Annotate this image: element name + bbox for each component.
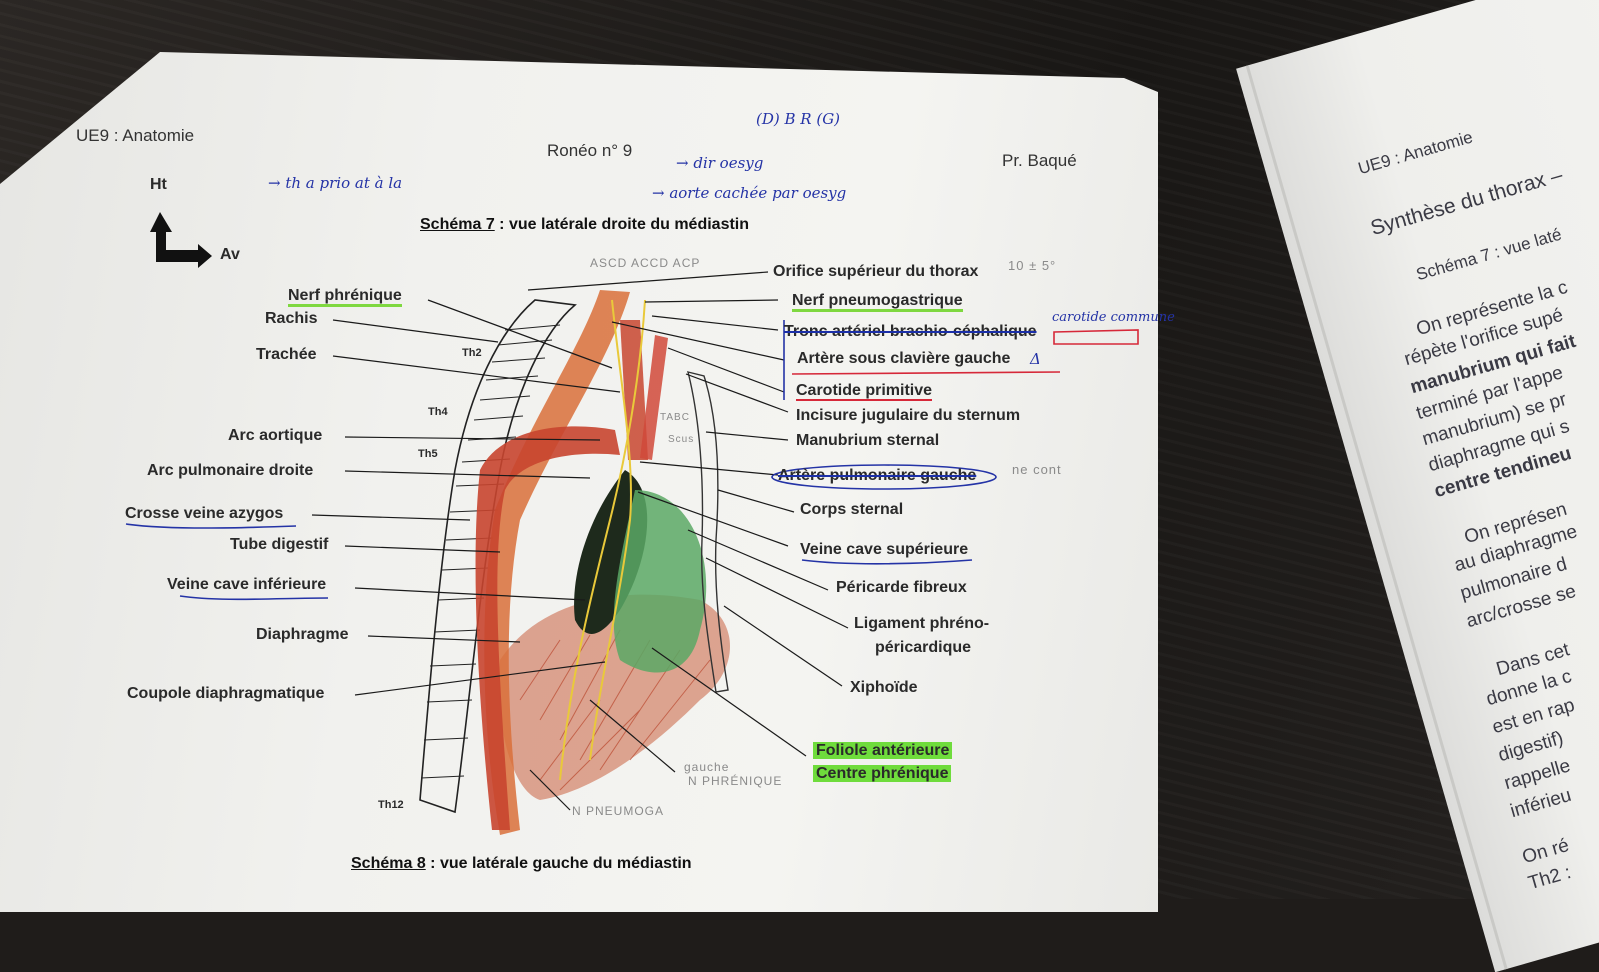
course-header: UE9 : Anatomie [76, 126, 195, 145]
schema8-title: Schéma 8 : vue latérale gauche du médias… [351, 855, 692, 873]
handwritten-orientation: (D) B R (G) [756, 110, 841, 128]
nerves [559, 299, 646, 781]
label-artere-sous-claviere: Artère sous clavière gauche [797, 350, 1011, 367]
orientation-up-label: Ht [150, 176, 167, 193]
label-carotide-primitive: Carotide primitive [796, 382, 933, 401]
orientation-forward-label: Av [220, 246, 240, 263]
label-ligament-phreno: Ligament phréno- [854, 615, 990, 632]
pencil-range-note: 10 ± 5° [1008, 258, 1057, 273]
label-veine-cave-superieure: Veine cave supérieure [800, 541, 969, 558]
label-foliole-anterieure: Foliole antérieure [813, 742, 953, 760]
label-tube-digestif: Tube digestif [230, 536, 329, 553]
label-xiphoide: Xiphoïde [850, 679, 918, 696]
warning-icon: Δ [1030, 350, 1041, 368]
label-coupole-diaphragmatique: Coupole diaphragmatique [127, 685, 325, 702]
pencil-apg-note: ne cont [1012, 462, 1062, 477]
orientation-arrow-icon [150, 212, 212, 268]
subclavian-artery [640, 335, 668, 460]
pencil-note: N PHRÉNIQUE [688, 774, 783, 788]
roneo-number: Ronéo n° 9 [547, 141, 633, 160]
handwritten-note: → aorte cachée par oesyg [652, 184, 847, 202]
aorta [475, 426, 620, 830]
schema8-desc: : vue latérale gauche du médiastin [425, 855, 692, 872]
label-artere-pulmonaire-gauche: Artère pulmonaire gauche [778, 467, 977, 484]
label-incisure-jugulaire: Incisure jugulaire du sternum [796, 407, 1021, 424]
pencil-note: N PNEUMOGA [572, 804, 665, 818]
vertebra-label: Th5 [418, 448, 438, 460]
label-nerf-pneumogastrique: Nerf pneumogastrique [792, 292, 963, 312]
label-veine-cave-inferieure: Veine cave inférieure [167, 576, 327, 593]
pencil-note: Scus [668, 434, 695, 445]
sternum [687, 371, 729, 693]
pericardium [613, 490, 707, 673]
schema7-title: Schéma 7 : vue latérale droite du médias… [420, 216, 749, 234]
vertebra-label: Th4 [428, 406, 448, 418]
label-manubrium-sternal: Manubrium sternal [796, 432, 940, 449]
label-orifice-superieur: Orifice supérieur du thorax [773, 263, 979, 280]
vertebra-label: Th2 [462, 347, 482, 359]
professor-name: Pr. Baqué [1002, 151, 1077, 170]
label-tronc-arteriel: Tronc artériel brachio-céphalique [784, 323, 1037, 340]
schema7-number: Schéma 7 [420, 216, 495, 233]
label-corps-sternal: Corps sternal [800, 501, 904, 518]
label-pericardique: péricardique [875, 639, 972, 656]
handwritten-note: → th a prio at à la [268, 174, 403, 192]
handwritten-carotide-note: carotide commune [1052, 310, 1175, 325]
label-rachis: Rachis [265, 310, 318, 327]
mediastinum-diagram [125, 212, 1139, 835]
label-diaphragme: Diaphragme [256, 626, 349, 643]
schema8-number: Schéma 8 [351, 855, 426, 872]
vertebra-label: Th12 [378, 799, 404, 811]
leader-lines [311, 271, 849, 811]
schema7-desc: : vue latérale droite du médiastin [494, 216, 750, 233]
red-underline [791, 371, 1061, 375]
spine-rachis [419, 299, 577, 814]
handwritten-marks [125, 320, 1139, 601]
label-arc-aortique: Arc aortique [228, 427, 323, 444]
label-arc-pulmonaire-droite: Arc pulmonaire droite [147, 462, 314, 479]
label-nerf-phrenique: Nerf phrénique [288, 287, 402, 307]
pencil-note: ASCD ACCD ACP [590, 256, 701, 270]
label-trachee: Trachée [256, 346, 317, 363]
label-centre-phrenique: Centre phrénique [813, 765, 952, 783]
label-pericarde-fibreux: Péricarde fibreux [836, 579, 967, 596]
pencil-note: gauche [684, 760, 730, 774]
pencil-note: TABC [660, 412, 690, 423]
label-crosse-veine-azygos: Crosse veine azygos [125, 505, 284, 522]
handwritten-note: → dir oesyg [676, 154, 764, 172]
